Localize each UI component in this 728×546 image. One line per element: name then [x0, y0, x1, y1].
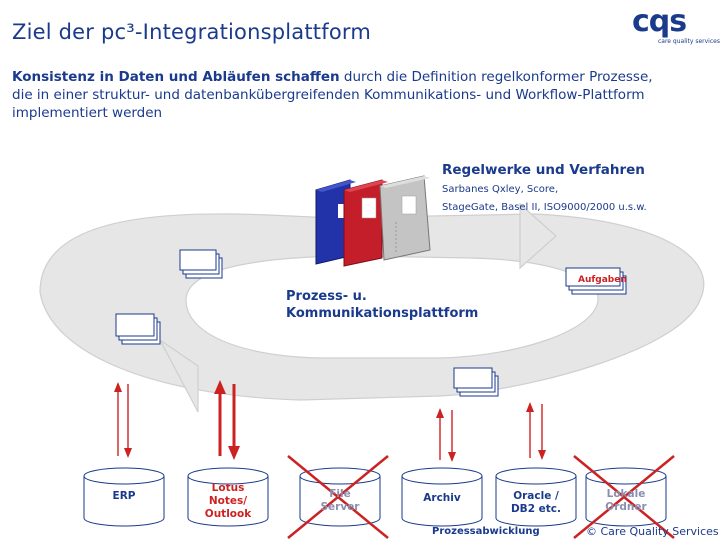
footer-copyright: © Care Quality Services	[586, 525, 719, 538]
connector-arrows	[114, 380, 546, 462]
cylinder-erp	[83, 467, 165, 527]
platform-label-line: Prozess- u.	[286, 289, 367, 304]
system-label-line: Oracle /	[513, 490, 559, 502]
system-label-line: DB2 etc.	[510, 503, 562, 515]
cycle-arrowhead-right	[519, 202, 557, 270]
cross-lokale-ordner	[573, 455, 675, 539]
cylinder-archiv	[401, 467, 483, 527]
platform-label-line: Kommunikationsplattform	[286, 306, 479, 321]
binder-grey	[379, 175, 431, 261]
system-label-line: ERP	[112, 490, 136, 502]
system-label-line: Lotus	[211, 482, 245, 494]
binder-red	[343, 179, 388, 267]
logo-subtitle: care quality services	[658, 38, 720, 45]
cross-file-server	[287, 455, 389, 539]
slide-title: Ziel der pc³-Integrationsplattform	[12, 20, 372, 44]
rules-line: Sarbanes Qxley, Score,	[442, 184, 559, 195]
rules-heading: Regelwerke und Verfahren	[442, 162, 645, 178]
intro-bold: Konsistenz in Daten und Abläufen schaffe…	[12, 69, 340, 85]
aufgaben-label: Aufgaben	[578, 275, 627, 285]
system-label-line: Outlook	[204, 508, 252, 520]
document-stack-bottom	[453, 367, 499, 397]
cqs-logo: cqs care quality services	[628, 4, 720, 50]
system-label-lokale-ordner: Lokale Ordner	[586, 488, 666, 514]
system-label-line: File	[329, 488, 351, 500]
footer-process: Prozessabwicklung	[432, 526, 540, 537]
document-stack-left-top	[179, 249, 223, 279]
logo-mark: cqs	[632, 4, 687, 39]
system-label-erp: ERP	[84, 490, 164, 503]
cylinder-oracle	[495, 467, 577, 527]
document-stack-left	[115, 313, 161, 345]
system-label-line: Server	[320, 501, 360, 513]
system-label-line: Archiv	[423, 492, 461, 504]
cylinder-lotus	[187, 467, 269, 527]
document-stack-aufgaben	[565, 267, 627, 295]
system-label-oracle: Oracle / DB2 etc.	[496, 490, 576, 516]
rules-line: StageGate, Basel II, ISO9000/2000 u.s.w.	[442, 202, 647, 213]
system-label-file-server: File Server	[300, 488, 380, 514]
intro-rest: durch die Definition regelkonformer Proz…	[12, 69, 653, 121]
intro-text: Konsistenz in Daten und Abläufen schaffe…	[12, 68, 672, 122]
system-label-line: Notes/	[208, 495, 248, 507]
system-label-lotus: Lotus Notes/ Outlook	[188, 482, 268, 521]
system-label-line: Lokale	[606, 488, 646, 500]
system-label-archiv: Archiv	[402, 492, 482, 505]
platform-label: Prozess- u. Kommunikationsplattform	[286, 288, 516, 322]
system-label-line: Ordner	[605, 501, 647, 513]
cycle-arrowhead-left	[159, 339, 199, 413]
